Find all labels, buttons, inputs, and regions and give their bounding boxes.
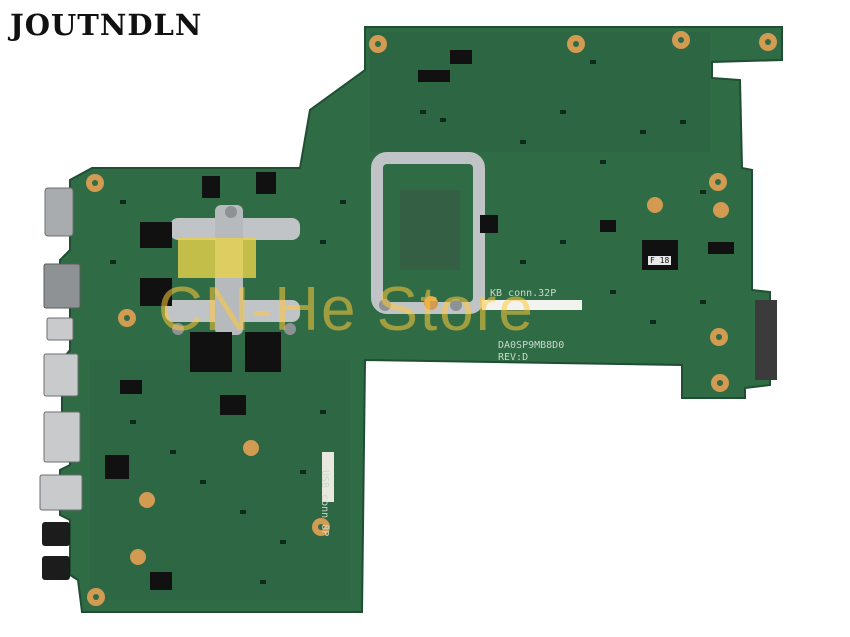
silkscreen-revision: REV:D xyxy=(498,352,529,363)
usb-connector xyxy=(322,452,334,502)
brand-watermark: JOUTNDLN xyxy=(10,8,203,42)
silkscreen-usb-connector: USB conn 8P xyxy=(319,470,330,537)
chip-group xyxy=(105,50,734,590)
smd-components xyxy=(110,60,706,584)
store-watermark: CN-He Store xyxy=(158,275,535,344)
screw-hole-center xyxy=(92,37,771,600)
silkscreen-label: F 18 xyxy=(648,256,672,265)
keyboard-connector xyxy=(482,300,582,310)
io-ports xyxy=(39,187,83,580)
screw-hole-icon xyxy=(86,31,777,606)
label-sticker xyxy=(178,238,256,278)
silkscreen-kb-connector: KB conn.32P xyxy=(490,288,557,299)
silkscreen-board-id: DA0SP9MB8D0 xyxy=(498,340,565,351)
pcb-shade xyxy=(370,32,710,152)
sata-connector xyxy=(755,300,777,380)
cpu-heatsink-bracket xyxy=(371,152,485,314)
